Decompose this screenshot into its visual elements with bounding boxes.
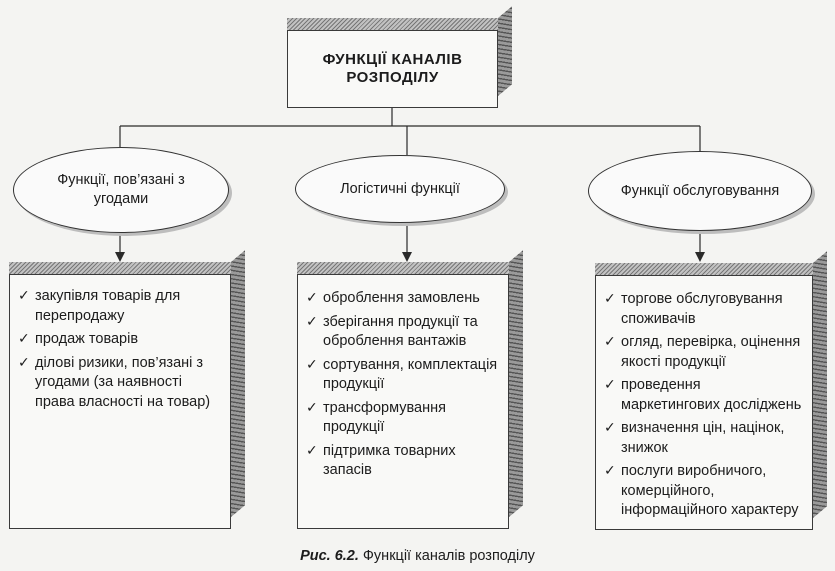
list-item: ✓огляд, перевірка, оцінення якості проду…	[604, 334, 801, 370]
list-item: ✓продаж товарів	[18, 330, 220, 350]
figure-caption: Рис. 6.2.Функції каналів розподілу	[0, 548, 835, 564]
list-item: ✓зберігання продукції та оброблення вант…	[306, 313, 478, 350]
list-item: ✓закупівля товарів для перепродажу	[18, 288, 181, 324]
list-item: ✓сортування, комплектація продукції	[306, 356, 498, 393]
category-label: Логістичні функції	[340, 180, 460, 197]
arrow-1	[115, 252, 125, 262]
check-icon: ✓	[604, 420, 616, 436]
figure-label: Рис. 6.2.	[300, 548, 359, 564]
arrow-3	[695, 252, 705, 262]
category-oval-logistics: Логістичні функції	[295, 155, 505, 223]
check-icon: ✓	[604, 377, 616, 393]
arrow-2	[402, 252, 412, 262]
check-icon: ✓	[306, 290, 318, 306]
title-box-top-shade	[287, 18, 498, 30]
check-icon: ✓	[604, 463, 616, 479]
box-side-shade	[231, 250, 245, 517]
check-icon: ✓	[306, 313, 318, 330]
check-icon: ✓	[306, 356, 318, 373]
category-oval-deals: Функції, пов’язані з угодами	[13, 147, 229, 233]
caption-text: Функції каналів розподілу	[362, 548, 535, 564]
list-item: ✓проведення маркетингових досліджень	[604, 377, 802, 413]
box-top-shade	[297, 262, 509, 274]
list-item: ✓підтримка товарних запасів	[306, 442, 456, 479]
title-box: ФУНКЦІЇ КАНАЛІВ РОЗПОДІЛУ	[287, 6, 512, 108]
list-item: ✓послуги виробничого, комерційного, інфо…	[604, 463, 799, 518]
list-item: ✓оброблення замовлень	[306, 289, 498, 309]
category-label: Функції обслуговування	[620, 182, 780, 199]
box-side-shade	[509, 250, 523, 517]
items-list: ✓торгове обслуговування споживачів ✓огля…	[604, 290, 802, 521]
check-icon: ✓	[604, 334, 616, 350]
list-item: ✓торгове обслуговування споживачів	[604, 291, 783, 327]
check-icon: ✓	[306, 442, 318, 459]
check-icon: ✓	[604, 291, 616, 307]
check-icon: ✓	[306, 399, 318, 416]
items-box-deals: ✓закупівля товарів для перепродажу ✓прод…	[9, 250, 245, 529]
list-item: ✓визначення цін, націнок, знижок	[604, 420, 785, 456]
list-item: ✓ділові ризики, пов’язані з угодами (за …	[18, 354, 211, 410]
items-list: ✓оброблення замовлень ✓зберігання продук…	[306, 289, 498, 481]
check-icon: ✓	[18, 288, 30, 304]
items-box-logistics: ✓оброблення замовлень ✓зберігання продук…	[297, 250, 523, 529]
items-box-service: ✓торгове обслуговування споживачів ✓огля…	[595, 251, 827, 530]
category-oval-service: Функції обслуговування	[588, 151, 812, 231]
title-box-side-shade	[498, 6, 512, 96]
items-list: ✓закупівля товарів для перепродажу ✓прод…	[18, 287, 220, 412]
check-icon: ✓	[18, 331, 30, 347]
category-label: Функції, пов’язані з угодами	[57, 172, 185, 207]
diagram-title: ФУНКЦІЇ КАНАЛІВ РОЗПОДІЛУ	[322, 51, 463, 86]
check-icon: ✓	[18, 354, 30, 371]
box-top-shade	[9, 262, 231, 274]
box-top-shade	[595, 263, 813, 275]
list-item: ✓трансформування продукції	[306, 399, 446, 436]
box-side-shade	[813, 251, 827, 518]
